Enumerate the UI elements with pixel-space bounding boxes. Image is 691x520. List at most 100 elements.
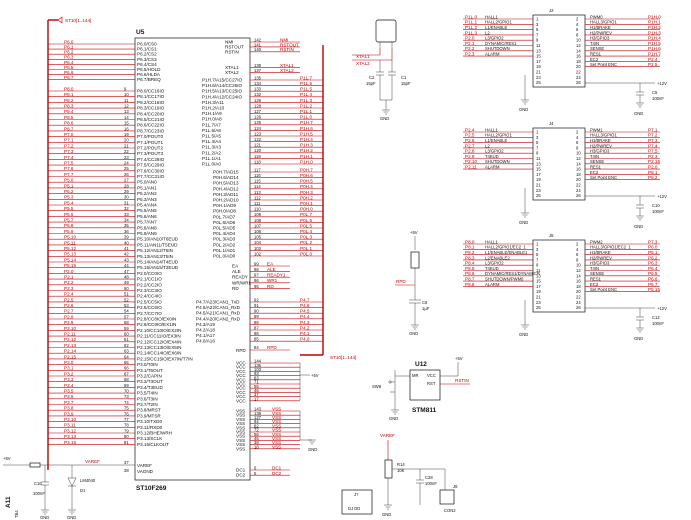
connector-left-signal: L2/ENABLE2 <box>485 255 510 260</box>
connector-right-net: P6.7 <box>648 282 658 287</box>
u5-left-pin-label: P3.15/CLKOUT <box>137 442 169 447</box>
u5-ctrl-label: ALE <box>232 269 241 274</box>
u5-vss-net: VSS <box>272 444 281 449</box>
connector-cap-value: 100nF <box>652 96 664 101</box>
connector-pin-right: 24 <box>576 188 581 193</box>
connector-cap-ref: C10 <box>652 203 660 208</box>
r14-ref: R14 <box>397 462 405 467</box>
connector-pin-right: 12 <box>576 268 581 273</box>
u5-p4-net: P4.1 <box>300 331 310 336</box>
connector-pin-left: 19 <box>536 64 541 69</box>
u5-p4-label: P4.6/A22/CAN1_RxD <box>196 305 241 310</box>
u5-left-pin-label: P2.11/CC11IO/EX3IN <box>137 334 181 339</box>
connector-left-signal: DYNAMIC/RES1 <box>485 41 517 46</box>
connector-pin-right: 8 <box>576 32 579 37</box>
u5-p4-net: P4.4 <box>300 314 310 319</box>
jumper-ref: J? <box>354 492 359 497</box>
u5-left-pin-num: 81 <box>124 440 129 445</box>
connector-right-net: P2.0 <box>648 165 658 170</box>
u5-left-pin-label: P8.1/CC17IO <box>137 94 165 99</box>
u5-ctrl-num: 95 <box>254 284 259 289</box>
connector-right-net: P1H.3 <box>648 30 661 35</box>
connector-pin-left: 3 <box>536 247 539 252</box>
connector-pin-right: 18 <box>576 284 581 289</box>
u5-left-net: P3.12 <box>64 428 76 433</box>
connector-pin-right: 22 <box>576 70 581 75</box>
u5-ctrl-num: 96 <box>254 278 259 283</box>
u5-left-net: P2.6 <box>64 303 74 308</box>
u5-left-pin-label: P5.2/AN2 <box>137 191 157 196</box>
u5-left-pin-num: 33 <box>124 212 129 217</box>
connector-pin-right: 10 <box>576 151 581 156</box>
u5-p1-net: P1L.3 <box>300 98 312 103</box>
connector-pin-left: 15 <box>536 279 541 284</box>
u12-vcc: VCC <box>427 373 436 378</box>
u5-top-pin-label: P6.2/CS2 <box>137 52 157 57</box>
u5-ctrl-net: RD <box>267 284 274 289</box>
u5-left-pin-num: 73 <box>124 394 129 399</box>
u5-left-pin-label: P2.0/CC0IO <box>137 271 162 276</box>
u5-left-pin-label: P2.13/CC13IO/EX5IN <box>137 345 181 350</box>
connector-left-signal: ALARM <box>485 282 500 287</box>
connector-right-signal: Set Point ENC <box>590 62 617 67</box>
u5-left-pin-num: 22 <box>124 149 129 154</box>
u5-left-pin-num: 57 <box>124 314 129 319</box>
jumper-label: DJ DD <box>348 506 360 511</box>
connector-right-net: P7.3 <box>648 138 658 143</box>
u5-left-pin-num: 49 <box>124 280 129 285</box>
connector-pin-right: 16 <box>576 54 581 59</box>
u5-left-pin-label: P5.5/AN5 <box>137 208 157 213</box>
u5-p0-net: P0H.2 <box>300 195 313 200</box>
crystal-circuit: XTAL1 XTAL2 C2 15pF C1 15pF GND <box>352 19 411 121</box>
connector-pin-left: 5 <box>536 27 539 32</box>
u5-vss-net: VSS <box>272 415 281 420</box>
u5-p0-net: P0H.3 <box>300 190 313 195</box>
u5-p0-label: P0H.7/AD15 <box>213 170 239 175</box>
u5-right-top-net: NMI <box>280 37 288 42</box>
u5-vagnd-num: 38 <box>124 468 129 473</box>
varef-net: VAREF <box>380 433 395 438</box>
u5-left-pin-label: P7.1/POUT1 <box>137 140 163 145</box>
u5-vss-num: 94 <box>254 419 259 424</box>
u5-left-pin-num: 47 <box>124 269 129 274</box>
connector-pin-right: 26 <box>576 305 581 310</box>
u5-vss-num: 143 <box>254 407 262 412</box>
connector-cap-symbol <box>585 195 655 221</box>
u5-left-pin-num: 26 <box>124 172 129 177</box>
u5-left-net: P3.11 <box>64 423 76 428</box>
connector-pin-right: 22 <box>576 295 581 300</box>
connector-pin-left: 17 <box>536 284 541 289</box>
connector-left-net: P2.3 <box>465 52 475 57</box>
u5-vss-label: VSS <box>236 438 245 443</box>
u5-left-pin-label: P2.3/CC3IO <box>137 288 162 293</box>
u5-right-top-num: 142 <box>254 37 262 42</box>
connector-cap-gnd: GND <box>634 224 643 229</box>
u5-p0-num: 104 <box>254 240 262 245</box>
u5-left-pin-num: 67 <box>124 371 129 376</box>
connector-left-net: P8.7 <box>465 277 475 282</box>
connector-right-net: P7.2 <box>648 133 658 138</box>
connector-right-signal: T4IN <box>590 41 599 46</box>
u5-p0-num: 109 <box>254 212 262 217</box>
connector-left-net: P2.5 <box>465 133 475 138</box>
u5-left-pin-label: P7.4/CC28IO <box>137 157 165 162</box>
u5-right-top-label: RSTIN <box>225 49 239 54</box>
u5-left-net: P2.13 <box>64 343 76 348</box>
u5-p4-label: P4.1/A17 <box>196 333 215 338</box>
connector-plus12: +12V <box>657 194 667 199</box>
u5-vss-label: VSS <box>236 421 245 426</box>
u5-vss-label: VSS <box>236 413 245 418</box>
connector-pin-left: 23 <box>536 300 541 305</box>
connector-right-net: P6.1 <box>648 250 658 255</box>
u5-p0-label: P0H.3/AD11 <box>213 192 239 197</box>
connector-right-net: P1H.5 <box>648 41 661 46</box>
u5-left-pin-num: 77 <box>124 417 129 422</box>
u5-p4-label: P4.0/A16 <box>196 339 215 344</box>
u5-left-net: P7.6 <box>64 166 74 171</box>
u5-left-pin-label: P8.2/CC18IO <box>137 100 165 105</box>
u5-p4-label: P4.3/A19 <box>196 322 215 327</box>
connector-right-signal: HALL3/GPIO1/EC2_1 <box>590 245 631 250</box>
u5-p4-net: P4.3 <box>300 320 310 325</box>
u5-p1-num: 129 <box>254 98 262 103</box>
connector-pin-right: 4 <box>576 135 579 140</box>
